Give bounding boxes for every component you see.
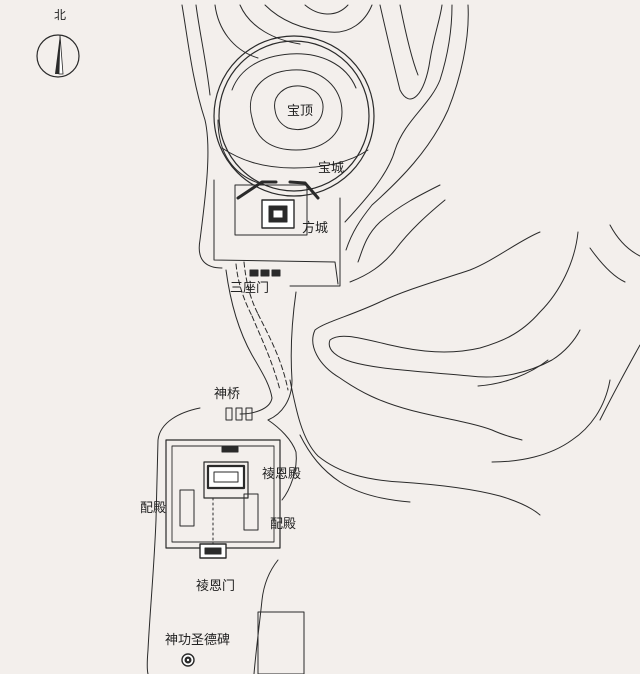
- contour-line: [379, 4, 443, 100]
- contour-line: [239, 4, 301, 45]
- contour-line: [344, 4, 453, 223]
- label-peidian-right: 配殿: [270, 517, 297, 532]
- label-lingenmen: 祾恩门: [196, 579, 236, 594]
- mound-contour: [231, 53, 357, 91]
- contour-line: [289, 379, 541, 516]
- outer-enclosure-wall: [213, 179, 339, 285]
- peidian-left-hall: [179, 489, 195, 527]
- spirit-road: [225, 269, 297, 421]
- lingendian-platform: [203, 461, 249, 499]
- label-baoding: 宝顶: [287, 104, 314, 119]
- label-lingendian: 祾恩殿: [262, 467, 302, 482]
- minglou-core: [272, 209, 284, 219]
- lingen-compound: [165, 439, 281, 559]
- lingendian-hall: [206, 464, 246, 490]
- label-fangcheng: 方城: [302, 221, 329, 236]
- shenqiao-bridge: [225, 407, 253, 421]
- lingenmen-interior: [204, 547, 222, 555]
- bridge-pier: [225, 407, 233, 421]
- mound-contour: [274, 85, 324, 130]
- label-shenqiao: 神桥: [214, 387, 241, 402]
- mound-contour: [250, 69, 343, 151]
- baoding-mound: [213, 35, 375, 197]
- contour-line: [491, 379, 611, 463]
- contour-line: [357, 184, 441, 263]
- compound-wall-outer: [165, 439, 281, 549]
- path-dashed: [235, 263, 253, 317]
- gate-unit: [271, 269, 281, 277]
- mound-contour: [217, 119, 263, 185]
- lingendian-interior: [213, 471, 239, 483]
- contour-line: [349, 199, 446, 283]
- contour-line: [599, 344, 640, 421]
- fangcheng-arc-left: [236, 180, 278, 200]
- front-gate-stub: [221, 446, 239, 453]
- contour-line: [299, 434, 411, 503]
- compound-wall-inner: [171, 445, 275, 543]
- approach-boundary: [146, 407, 201, 674]
- contour-line: [312, 231, 541, 441]
- bridge-pier: [235, 407, 243, 421]
- contour-line: [589, 247, 626, 283]
- spirit-road-edge: [267, 291, 297, 421]
- fangcheng-platform: [234, 184, 308, 236]
- north-label: 北: [54, 8, 67, 22]
- path-dashed: [243, 261, 259, 315]
- compass-north-arrow-icon: [36, 34, 80, 78]
- stele-icon: [181, 653, 195, 667]
- sanzuomen-gate: [249, 269, 281, 277]
- contour-line: [477, 359, 549, 387]
- baocheng-circle-wall-outer: [213, 35, 375, 197]
- bridge-pier: [245, 407, 253, 421]
- fangcheng-arc-right: [288, 180, 320, 200]
- terrain-contours: [181, 4, 640, 516]
- fangcheng-complex: [213, 179, 341, 317]
- contour-line: [345, 4, 469, 251]
- contour-line: [328, 231, 581, 378]
- outer-enclosure-wall-right: [289, 197, 341, 287]
- gate-unit: [260, 269, 270, 277]
- contour-line: [195, 4, 211, 96]
- gate-unit: [249, 269, 259, 277]
- contour-line: [181, 4, 223, 269]
- contour-line: [304, 4, 349, 15]
- spirit-road-dashed-right: [257, 313, 289, 391]
- mound-contour: [221, 147, 369, 169]
- contour-line: [399, 4, 419, 76]
- contour-line: [609, 224, 640, 257]
- contour-line: [214, 4, 259, 59]
- stele-pavilion: [257, 611, 305, 674]
- label-peidian-left: 配殿: [140, 501, 167, 516]
- baocheng-circle-wall-inner: [218, 40, 370, 192]
- spirit-road-edge: [225, 269, 273, 415]
- label-sanzuomen: 三座门: [230, 281, 270, 296]
- approach-boundary: [267, 419, 297, 501]
- contour-line: [264, 4, 373, 33]
- label-stele: 神功圣德碑: [165, 633, 231, 648]
- peidian-right-hall: [243, 493, 259, 531]
- approach-boundary: [253, 559, 279, 674]
- label-baocheng: 宝城: [318, 161, 345, 176]
